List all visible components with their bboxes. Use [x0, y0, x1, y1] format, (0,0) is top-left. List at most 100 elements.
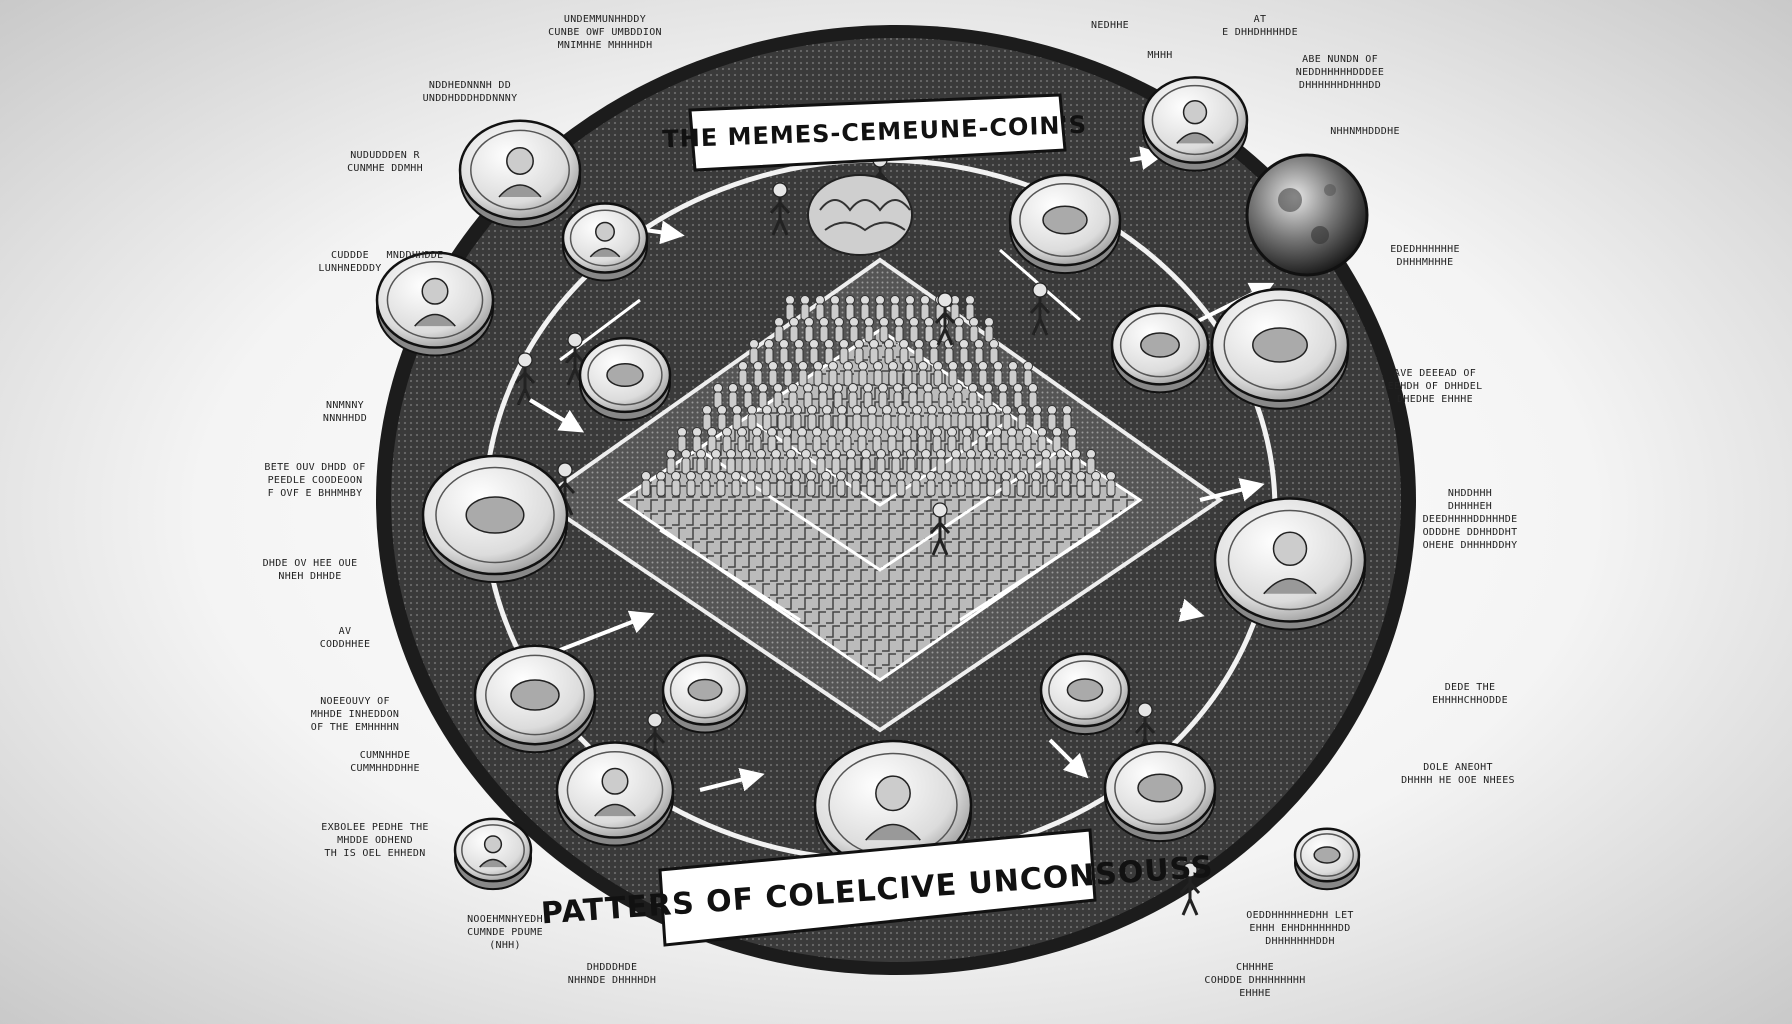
annotation-line: DHDE OV HEE OUE [263, 558, 358, 569]
crowd-figure [977, 427, 987, 453]
annotation-line: NDDHEDNNNH DD [429, 80, 511, 91]
crowd-figure [1023, 361, 1033, 387]
annotation-line: DOLE ANEOHT [1423, 762, 1493, 773]
crowd-figure [749, 339, 759, 365]
crowd-figure [998, 383, 1008, 409]
annotation-line: EHHHE [1239, 988, 1271, 999]
crowd-figure [966, 449, 976, 475]
crowd-figure [711, 449, 721, 475]
crowd-figure [959, 339, 969, 365]
crowd-figure [702, 405, 712, 431]
annotation-line: OF THE EMHHHHN [311, 722, 400, 733]
crowd-figure [876, 449, 886, 475]
crowd-figure [864, 317, 874, 343]
annotation-line: CUDDDE [331, 250, 369, 261]
crowd-figure [713, 383, 723, 409]
annotation-line: OEDDHHHHHEDHH LET [1246, 910, 1353, 921]
title-banner: THE MEMES-CEMEUNE-COIN'S [662, 93, 1088, 172]
crowd-figure [738, 361, 748, 387]
crowd-figure [1061, 471, 1071, 497]
crowd-figure [993, 361, 1003, 387]
annotation-line: UNDDHDDDHDDNNNY [423, 93, 518, 104]
crowd-figure [948, 361, 958, 387]
crowd-figure [947, 427, 957, 453]
crowd-figure [815, 295, 825, 321]
coin-12 [1039, 652, 1131, 736]
annotation-line: MNDDHHDDE [387, 250, 444, 261]
crowd-figure [728, 383, 738, 409]
crowd-figure [822, 405, 832, 431]
crowd-figure [809, 339, 819, 365]
crowd-figure [954, 317, 964, 343]
annotation-line: MNIMHHE MHHHHDH [558, 40, 653, 51]
crowd-figure [887, 427, 897, 453]
crowd-figure [731, 471, 741, 497]
crowd-figure [914, 339, 924, 365]
crowd-figure [717, 405, 727, 431]
crowd-figure [1032, 405, 1042, 431]
crowd-figure [1013, 383, 1023, 409]
crowd-figure [837, 405, 847, 431]
annotation-line: CUMMHHDDHHE [350, 763, 420, 774]
annotation-line: LUNHNEDDDY [318, 263, 381, 274]
crowd-figure [824, 339, 834, 365]
annotation-line: TH IS OEL EHHEDN [324, 848, 425, 859]
crowd-figure [801, 449, 811, 475]
coin-11 [661, 654, 749, 734]
crowd-figure [798, 361, 808, 387]
coin-3 [375, 251, 495, 357]
crowd-figure [794, 339, 804, 365]
coin-2 [561, 202, 649, 282]
annotation-line: NHDDHHH [1448, 488, 1492, 499]
annotation-right-2: NHHNMHDDDHE [1330, 126, 1400, 137]
crowd-figure [903, 361, 913, 387]
crowd-figure [1041, 449, 1051, 475]
crowd-figure [777, 405, 787, 431]
crowd-figure [741, 449, 751, 475]
crowd-figure [1047, 405, 1057, 431]
crowd-figure [926, 471, 936, 497]
crowd-figure [789, 317, 799, 343]
annotation-line: NUDUDDDEN R [350, 150, 420, 161]
annotation-line: DHHHMHHHE [1397, 257, 1454, 268]
coin-18 [578, 336, 672, 421]
crowd-figure [909, 317, 919, 343]
annotation-line: MHHDE INHEDDON [311, 709, 400, 720]
crowd-figure [902, 427, 912, 453]
crowd-figure [1016, 471, 1026, 497]
annotation-line: UNDEMMUNHHDDY [564, 14, 646, 25]
crowd-figure [890, 295, 900, 321]
crowd-of-figures [514, 152, 1201, 916]
crowd-figure [932, 427, 942, 453]
crowd-figure [746, 471, 756, 497]
crowd-figure [666, 449, 676, 475]
crowd-figure [897, 405, 907, 431]
crowd-figure [797, 427, 807, 453]
crowd-figure [882, 405, 892, 431]
walking-figure [769, 182, 791, 236]
crowd-figure [956, 471, 966, 497]
annotation-line: E DHHDHHHHDE [1222, 27, 1298, 38]
crowd-figure [834, 317, 844, 343]
crowd-figure [1076, 471, 1086, 497]
crowd-figure [830, 295, 840, 321]
annotation-line: NNMNNY [326, 400, 364, 411]
crowd-figure [791, 471, 801, 497]
crowd-figure [818, 383, 828, 409]
crowd-figure [905, 295, 915, 321]
crowd-figure [1001, 471, 1011, 497]
crowd-figure [843, 361, 853, 387]
crowd-figure [743, 383, 753, 409]
walking-figure [1179, 862, 1201, 916]
coin-5 [1008, 173, 1122, 275]
annotation-line: NEDDHHHHHDDDEE [1296, 67, 1385, 78]
crowd-figure [863, 383, 873, 409]
annotation-line: DHHHHEH [1448, 501, 1492, 512]
crowd-figure [875, 295, 885, 321]
